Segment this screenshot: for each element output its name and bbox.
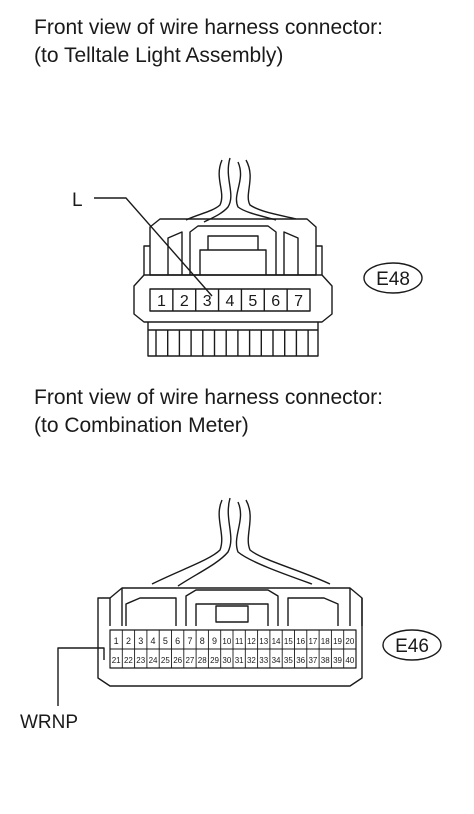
e48-code-label: E48 xyxy=(376,269,410,290)
e46-terminal-11: 11 xyxy=(235,637,244,646)
e46-terminal-4: 4 xyxy=(151,636,156,646)
e46-terminal-10: 10 xyxy=(222,637,231,646)
e46-terminal-12: 12 xyxy=(247,637,256,646)
e46-terminal-label: WRNP xyxy=(20,712,78,733)
e46-terminal-33: 33 xyxy=(259,656,268,665)
e46-terminal-2: 2 xyxy=(126,636,131,646)
e48-terminal-2: 2 xyxy=(180,293,189,310)
e46-wire-bundle xyxy=(151,497,331,587)
e46-terminal-23: 23 xyxy=(136,656,145,665)
connector2-caption: Front view of wire harness connector: (t… xyxy=(34,384,383,440)
e46-terminal-36: 36 xyxy=(296,656,305,665)
e46-terminal-38: 38 xyxy=(321,656,330,665)
e48-terminal-5: 5 xyxy=(248,293,257,310)
connector1-caption-line2: (to Telltale Light Assembly) xyxy=(34,44,284,67)
e48-terminal-6: 6 xyxy=(271,293,280,310)
e46-terminal-35: 35 xyxy=(284,656,293,665)
e48-housing-top xyxy=(149,218,317,276)
e46-terminal-1: 1 xyxy=(114,636,119,646)
e46-terminal-9: 9 xyxy=(212,636,217,646)
e46-terminal-34: 34 xyxy=(272,656,281,665)
e46-terminal-32: 32 xyxy=(247,656,256,665)
e46-terminal-8: 8 xyxy=(200,636,205,646)
e46-terminal-28: 28 xyxy=(198,656,207,665)
e46-terminal-22: 22 xyxy=(124,656,133,665)
e46-terminal-16: 16 xyxy=(296,637,305,646)
connector-e46 xyxy=(57,497,442,706)
e46-terminal-39: 39 xyxy=(333,656,342,665)
e46-terminal-20: 20 xyxy=(345,637,354,646)
e48-terminal-1: 1 xyxy=(157,293,166,310)
e48-terminal-strip xyxy=(149,288,311,312)
e46-terminal-15: 15 xyxy=(284,637,293,646)
e48-code-badge xyxy=(363,262,423,294)
e46-terminal-13: 13 xyxy=(259,637,268,646)
e46-code-badge xyxy=(382,629,442,661)
e46-terminal-17: 17 xyxy=(308,637,317,646)
e46-latch xyxy=(185,589,279,626)
e48-terminal-7: 7 xyxy=(294,293,303,310)
e48-terminal-label: L xyxy=(72,190,83,211)
e48-leader-line xyxy=(94,197,213,297)
e48-terminal-3: 3 xyxy=(203,293,212,310)
e46-terminal-5: 5 xyxy=(163,636,168,646)
connector2-caption-line1: Front view of wire harness connector: xyxy=(34,386,383,409)
e48-terminal-4: 4 xyxy=(226,293,235,310)
e46-terminal-31: 31 xyxy=(235,656,244,665)
e46-housing xyxy=(97,587,363,687)
e46-code-label: E46 xyxy=(395,636,429,657)
e46-terminal-37: 37 xyxy=(308,656,317,665)
e46-terminal-26: 26 xyxy=(173,656,182,665)
e46-terminal-29: 29 xyxy=(210,656,219,665)
e46-terminal-19: 19 xyxy=(333,637,342,646)
e46-terminal-14: 14 xyxy=(272,637,281,646)
connector1-caption: Front view of wire harness connector: (t… xyxy=(34,14,383,70)
e46-leader-line xyxy=(57,647,105,706)
e46-terminal-30: 30 xyxy=(222,656,231,665)
connector2-caption-line2: (to Combination Meter) xyxy=(34,414,249,437)
e46-terminal-7: 7 xyxy=(187,636,192,646)
e46-terminal-6: 6 xyxy=(175,636,180,646)
e46-terminal-27: 27 xyxy=(185,656,194,665)
connector1-caption-line1: Front view of wire harness connector: xyxy=(34,16,383,39)
connector-e48 xyxy=(94,157,423,357)
e46-terminal-21: 21 xyxy=(112,656,121,665)
e46-terminal-40: 40 xyxy=(345,656,354,665)
e48-latch xyxy=(189,225,277,275)
e46-terminal-24: 24 xyxy=(149,656,158,665)
e48-housing-body xyxy=(133,274,333,323)
e46-terminal-3: 3 xyxy=(138,636,143,646)
e48-wire-bundle xyxy=(185,157,297,223)
e46-terminal-18: 18 xyxy=(321,637,330,646)
e46-terminal-25: 25 xyxy=(161,656,170,665)
